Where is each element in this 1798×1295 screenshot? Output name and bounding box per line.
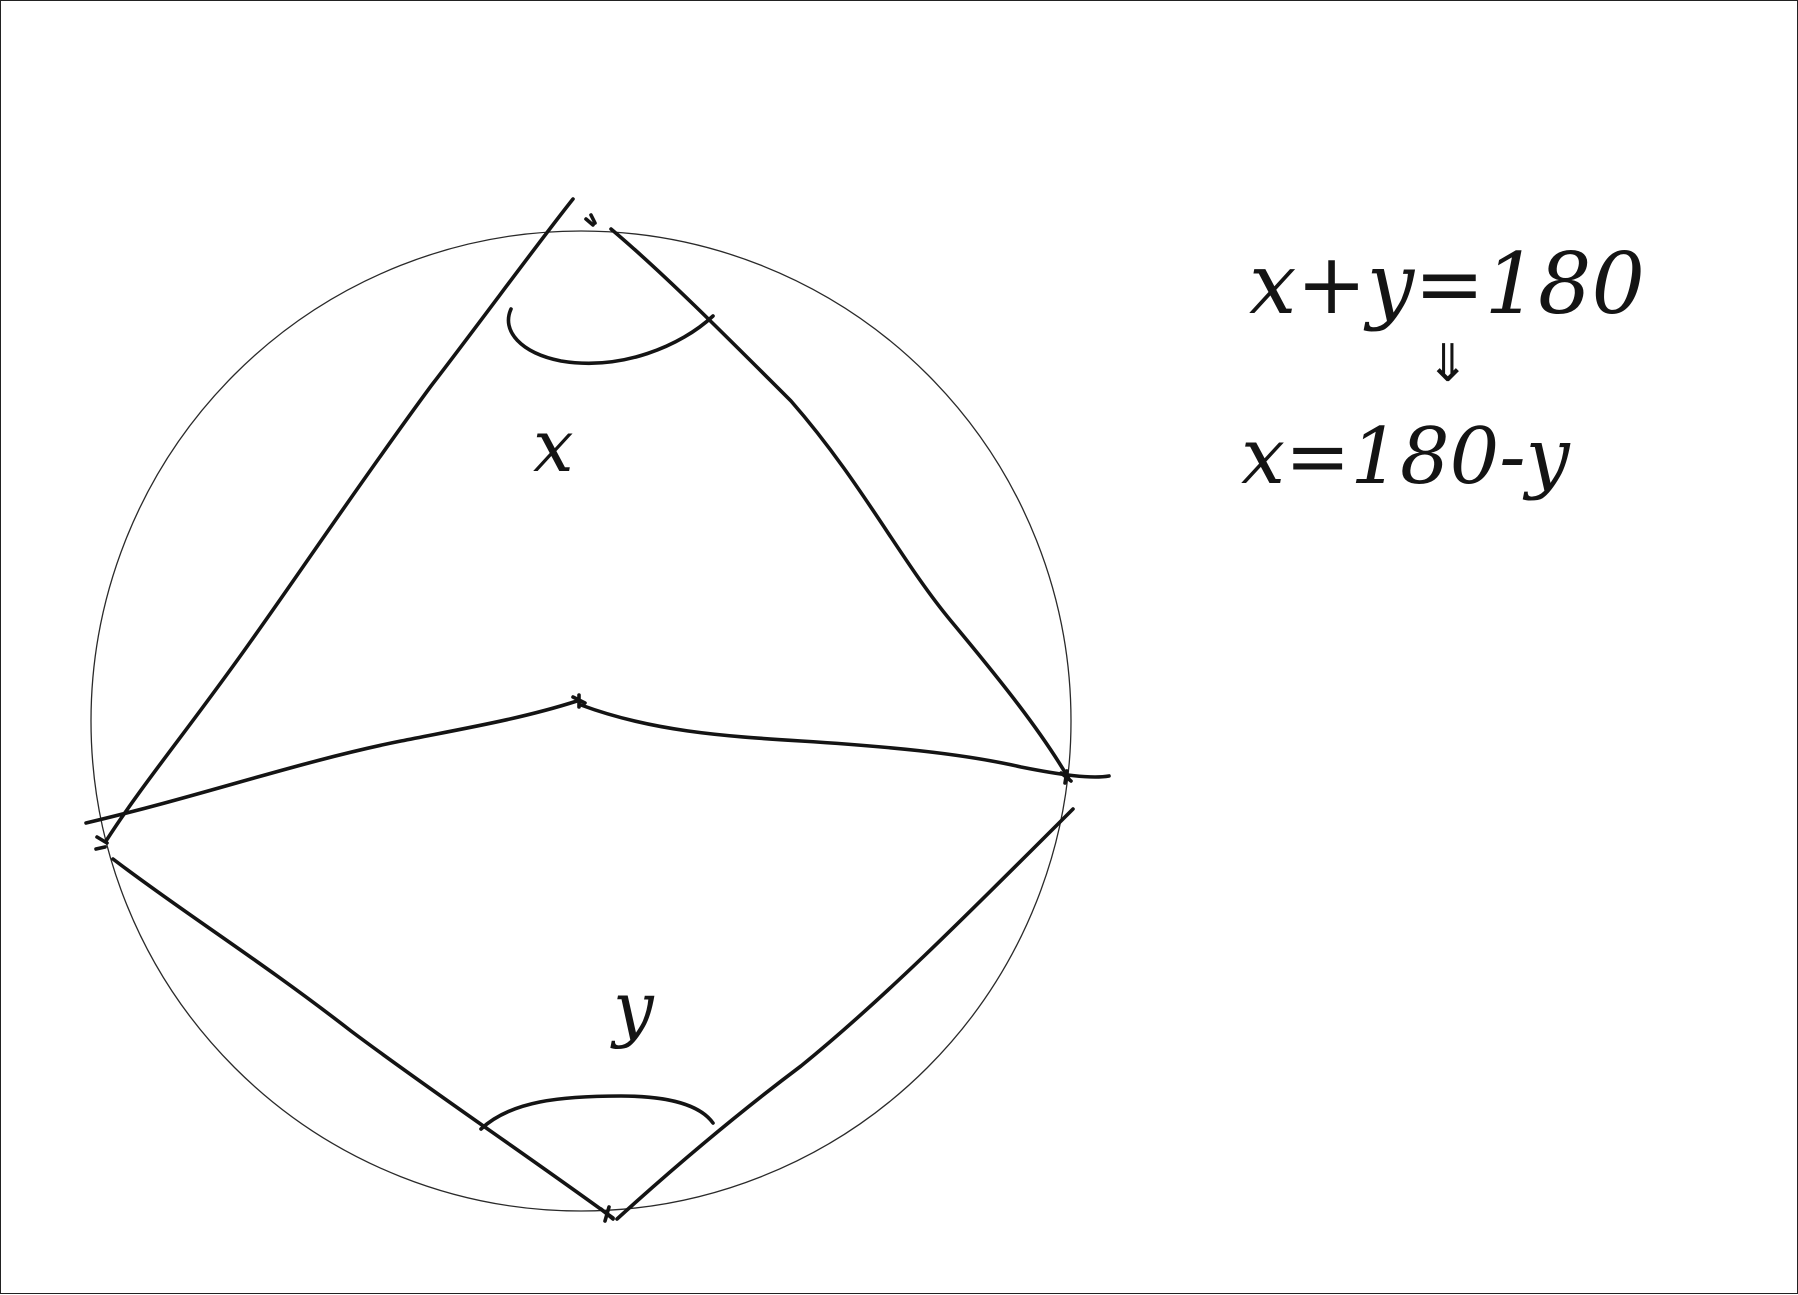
chord-top-to-left [104,197,575,843]
chord-bottom-to-right [615,807,1075,1221]
equation-sum: x+y=180 [1249,235,1645,333]
chord-left-to-bottom [111,857,615,1220]
equation-solved: x=180-y [1241,412,1571,502]
vertex-mark-left [94,835,109,851]
vertex-mark-right [1059,769,1073,785]
vertex-mark-top [584,213,597,227]
angle-arc-top [506,307,715,366]
angle-arc-bottom [479,1094,715,1131]
implies-arrow: ⇓ [1426,334,1470,394]
diagonal-center-to-right [579,703,1111,779]
angle-label-x: x [533,404,574,488]
vertex-mark-center [571,693,587,709]
angle-label-y: y [610,966,655,1050]
diagonal-left-to-center [84,699,579,825]
circumcircle [90,230,1072,1212]
chord-top-to-right [609,227,1071,781]
vertex-mark-bottom [599,1205,615,1223]
